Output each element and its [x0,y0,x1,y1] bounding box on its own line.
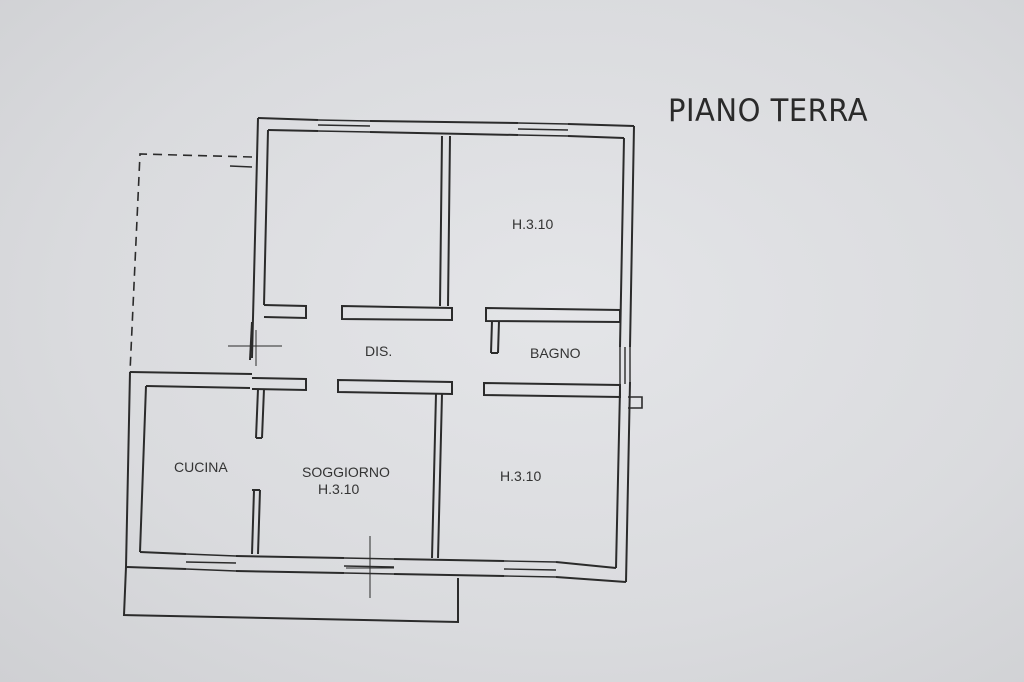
room-label-soggiorno-height: H.3.10 [318,481,359,497]
room-label-bedroom-top: H.3.10 [512,216,553,232]
dashed-porch-outline [129,153,253,373]
room-label-cucina: CUCINA [174,459,228,475]
section-markers [228,330,394,598]
room-label-bedroom-bottom: H.3.10 [500,468,541,484]
interior-walls [249,135,621,559]
floor-title: PIANO TERRA [668,92,869,129]
exterior-stub [628,396,643,409]
windows [185,119,631,578]
porch-inner-edge [229,165,253,168]
balcony-outline [122,566,459,624]
room-label-bagno: BAGNO [530,345,581,361]
room-labels: H.3.10 DIS. BAGNO CUCINA SOGGIORNO H.3.1… [174,216,581,497]
room-label-disimpegno: DIS. [365,343,392,359]
room-label-soggiorno: SOGGIORNO [302,464,390,480]
